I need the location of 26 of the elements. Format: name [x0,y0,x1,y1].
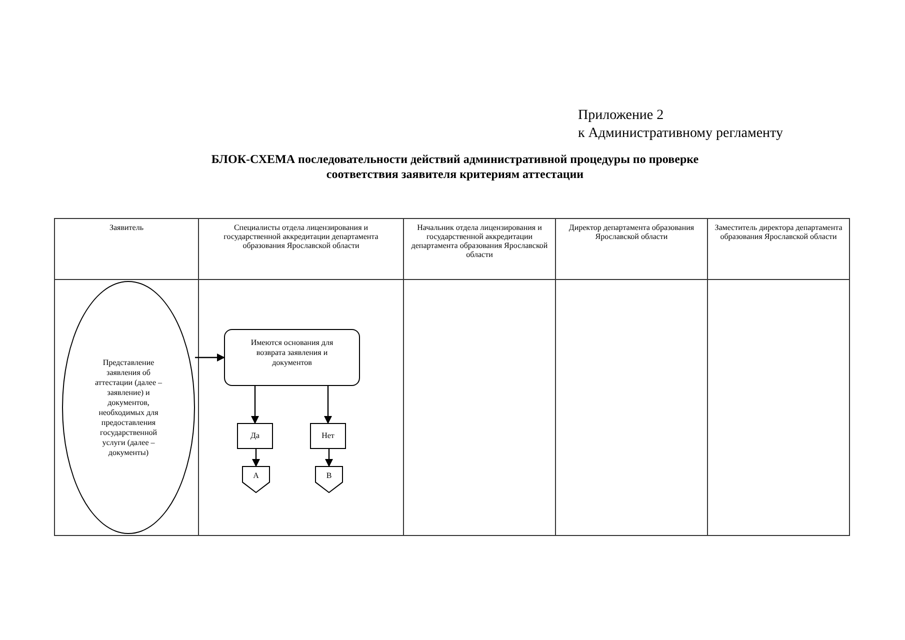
swimlane [555,218,708,536]
arrow [252,449,260,467]
start-ellipse [62,281,195,534]
decision-box [224,329,360,386]
swimlane [707,218,850,536]
ellipse-text: Представление заявления об аттестации (далее – заявление) и документов, необходимых для предоставления государственной услуги (далее – документы) [94,358,164,458]
lane-heading: Заместитель директора департамента образования Ярославской области [714,222,844,241]
lane-heading: Специалисты отдела лицензирования и государственной аккредитации департамента образования Ярославской области [222,222,380,250]
off-page-connector: А [242,466,270,493]
lane-heading: Заявитель [108,222,144,232]
diagram-title: БЛОК-СХЕМА последовательности действий административной процедуры по проверке соответствия заявителя критериям аттестации [210,152,700,182]
annex-note: к Административному регламенту [578,126,783,142]
arrow [251,386,259,424]
swimlane [198,218,404,536]
annex-note: Приложение 2 [578,108,664,124]
lane-heading: Начальник отдела лицензирования и государственной аккредитации департамента образования Ярославской области [410,222,549,259]
swimlane [54,218,199,536]
answer-box: Нет [310,423,346,449]
swimlane [403,218,556,536]
answer-box: Да [237,423,273,449]
arrow [325,449,333,467]
arrow [195,354,225,362]
lane-heading: Директор департамента образования Ярославской области [568,222,696,241]
off-page-connector: В [315,466,343,493]
box-text: Имеются основания для возврата заявления и документов [250,338,334,368]
arrow [324,386,332,424]
